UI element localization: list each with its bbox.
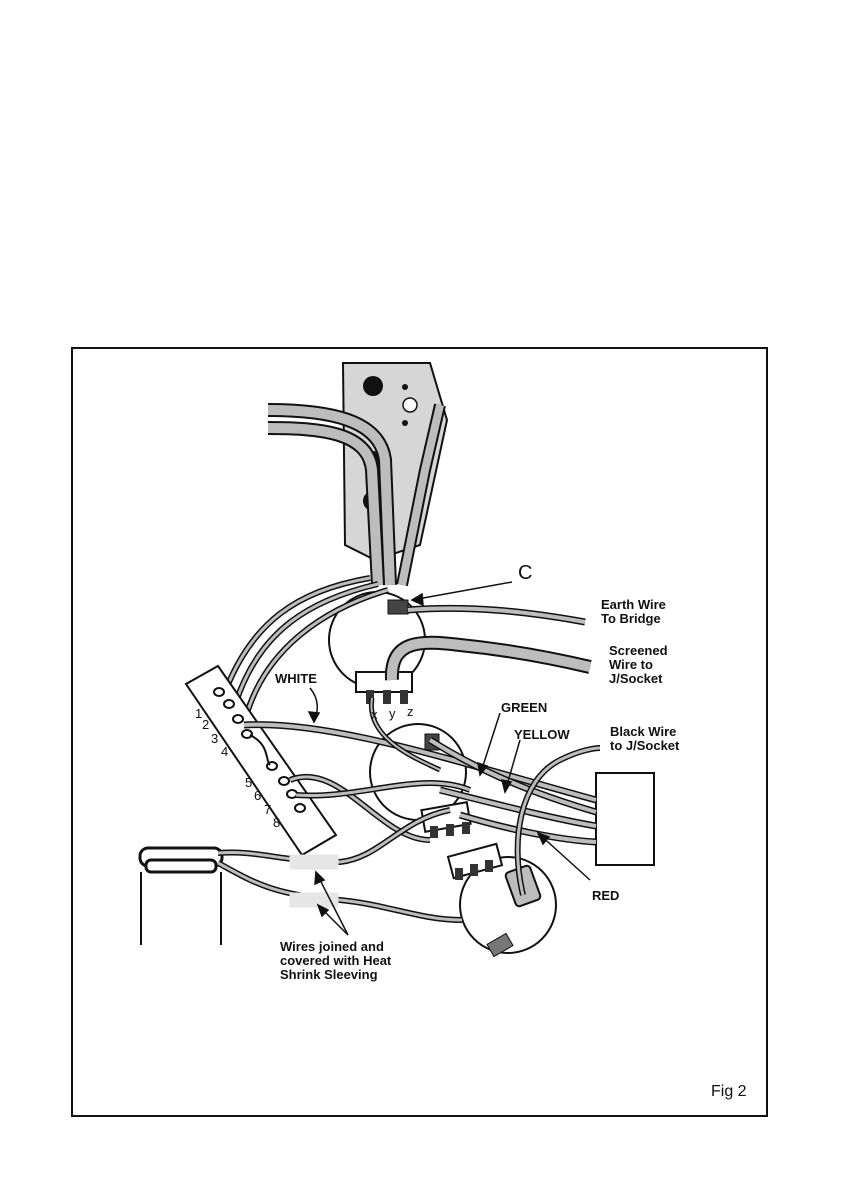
pot-lug-y: y [389,707,396,721]
label-yellow: YELLOW [514,728,570,742]
figure-label: Fig 2 [711,1085,747,1099]
switch-number-6: 6 [254,789,261,803]
label-earth-wire: Earth Wire To Bridge [601,598,666,626]
tone-pot-2 [448,844,556,957]
switch-number-4: 4 [221,745,228,759]
switch-number-5: 5 [245,776,252,790]
output-connector [596,773,654,865]
label-c: C [518,566,532,580]
screened-wire [392,643,590,680]
label-heat-shrink: Wires joined and covered with Heat Shrin… [280,940,391,982]
label-green: GREEN [501,701,547,715]
label-black-wire: Black Wire to J/Socket [610,725,679,753]
jack-socket [140,848,222,945]
mounting-hole [363,376,383,396]
label-red: RED [592,889,619,903]
earth-wire [408,608,585,622]
pot-lug-x: x [371,708,378,722]
screw-icon [403,398,417,412]
label-screened-wire: Screened Wire to J/Socket [609,644,668,686]
switch-number-2: 2 [202,718,209,732]
switch-number-3: 3 [211,732,218,746]
label-white: WHITE [275,672,317,686]
switch-number-8: 8 [273,816,280,830]
heat-shrink-sleeve [290,855,338,907]
solder-point-c [388,600,408,614]
switch-number-7: 7 [264,803,271,817]
pot-lug-z: z [407,705,414,719]
